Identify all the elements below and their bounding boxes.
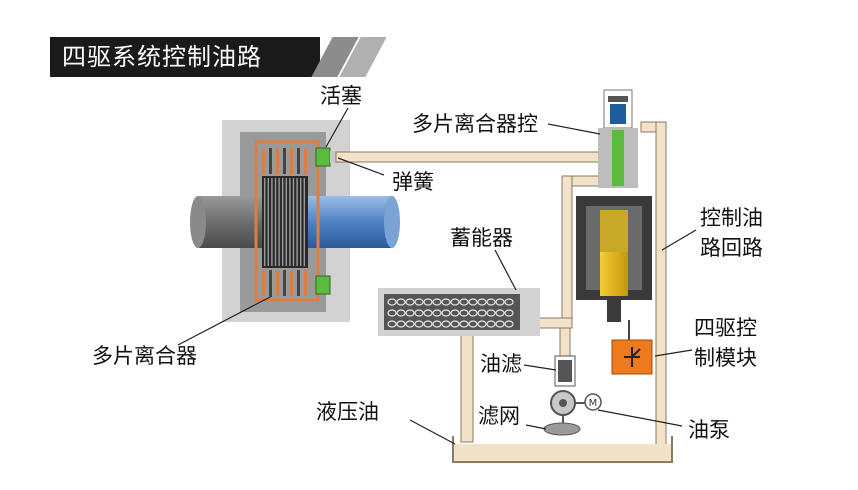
accumulator-coil xyxy=(486,298,496,306)
oil-reservoir xyxy=(452,436,673,463)
clutch-plate xyxy=(269,270,272,296)
accumulator-coil xyxy=(423,320,433,328)
four-wd-control-module xyxy=(611,320,653,375)
accumulator-coil xyxy=(432,320,442,328)
clutch-plate xyxy=(297,270,300,296)
label-module-line2: 制模块 xyxy=(694,346,757,370)
clutch-plate xyxy=(290,148,293,174)
accumulator-coil xyxy=(495,320,505,328)
hub-spline xyxy=(292,178,295,266)
accumulator-coil xyxy=(477,320,487,328)
accumulator-coil xyxy=(477,309,487,317)
hub-spline xyxy=(274,178,277,266)
label-control-circuit-line2: 路回路 xyxy=(700,236,763,260)
accumulator-coil xyxy=(414,309,424,317)
accumulator-coil xyxy=(450,309,460,317)
clutch-plate xyxy=(283,270,286,296)
accumulator-coil xyxy=(459,320,469,328)
hub-spline xyxy=(267,178,269,266)
hub-spline xyxy=(303,178,305,266)
hub-spline xyxy=(296,178,298,266)
accumulator-coil xyxy=(396,320,406,328)
hub-spline xyxy=(289,178,291,266)
oil-filter xyxy=(554,355,576,387)
clutch-plate xyxy=(276,270,279,296)
accumulator-coil xyxy=(387,309,397,317)
diagram-title: 四驱系统控制油路 xyxy=(62,43,262,71)
accumulator-coil xyxy=(396,298,406,306)
accumulator-coil xyxy=(504,309,514,317)
accumulator-coil xyxy=(414,320,424,328)
label-accumulator: 蓄能器 xyxy=(450,226,513,250)
label-oil-filter: 油滤 xyxy=(480,352,522,376)
clutch-plate xyxy=(304,270,307,296)
hub-spline xyxy=(285,178,287,266)
accumulator-coil xyxy=(432,298,442,306)
accumulator-coil xyxy=(495,298,505,306)
strainer xyxy=(543,415,581,436)
label-strainer: 滤网 xyxy=(478,404,520,428)
label-piston: 活塞 xyxy=(320,84,362,108)
accumulator-coil xyxy=(486,320,496,328)
hub-spline xyxy=(271,178,273,266)
label-control-circuit-line1: 控制油 xyxy=(700,206,763,230)
label-clutch-control: 多片离合器控 xyxy=(412,112,538,136)
accumulator-coil xyxy=(387,320,397,328)
accumulator-coil xyxy=(459,309,469,317)
leader-lines xyxy=(177,107,697,445)
accumulator xyxy=(378,288,540,336)
accumulator-coil xyxy=(441,309,451,317)
oil-pump: M xyxy=(550,390,602,416)
accumulator-coil xyxy=(387,298,397,306)
accumulator-coil xyxy=(504,298,514,306)
clutch-plate xyxy=(297,148,300,174)
accumulator-coil xyxy=(432,309,442,317)
hub-spline xyxy=(300,178,302,266)
accumulator-coil xyxy=(405,298,415,306)
accumulator-coil xyxy=(423,298,433,306)
clutch-plate xyxy=(269,148,272,174)
label-hydraulic-oil: 液压油 xyxy=(316,400,379,424)
motor-icon xyxy=(584,393,602,411)
accumulator-coil xyxy=(495,309,505,317)
accumulator-coil xyxy=(468,298,478,306)
accumulator-coil xyxy=(405,309,415,317)
spring xyxy=(330,151,338,163)
accumulator-coil xyxy=(468,309,478,317)
hub-spline xyxy=(264,178,266,266)
accumulator-coil xyxy=(450,320,460,328)
clutch-plate xyxy=(262,270,265,296)
clutch-plate xyxy=(290,270,293,296)
clutch-plate xyxy=(304,148,307,174)
title-banner xyxy=(50,37,320,77)
clutch-control-solenoid xyxy=(576,89,652,322)
accumulator-coil xyxy=(477,298,487,306)
motor-symbol: M xyxy=(589,398,598,409)
accumulator-coil xyxy=(486,309,496,317)
accumulator-coil xyxy=(441,298,451,306)
clutch-pack xyxy=(254,140,320,302)
accumulator-coil xyxy=(441,320,451,328)
accumulator-coil xyxy=(450,298,460,306)
piston xyxy=(315,147,331,167)
accumulator-coil xyxy=(468,320,478,328)
label-multi-plate-clutch: 多片离合器 xyxy=(92,344,197,368)
hub-spline xyxy=(282,178,284,266)
accumulator-coil xyxy=(459,298,469,306)
accumulator-coil xyxy=(504,320,514,328)
label-oil-pump: 油泵 xyxy=(688,418,730,442)
accumulator-coil xyxy=(414,298,424,306)
accumulator-coil xyxy=(423,309,433,317)
accumulator-coil xyxy=(396,309,406,317)
clutch-plate xyxy=(283,148,286,174)
label-spring: 弹簧 xyxy=(392,170,434,194)
clutch-plate xyxy=(276,148,279,174)
accumulator-coil xyxy=(405,320,415,328)
label-module-line1: 四驱控 xyxy=(694,316,757,340)
clutch-plate xyxy=(262,148,265,174)
hub-spline xyxy=(278,178,280,266)
piston xyxy=(315,275,331,295)
